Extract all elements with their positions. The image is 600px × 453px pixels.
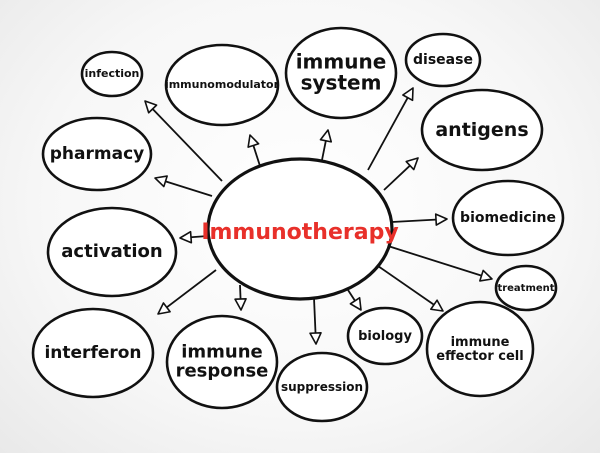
arrowhead-icon bbox=[402, 87, 414, 102]
node-ellipse bbox=[284, 26, 398, 120]
arrowhead-icon bbox=[144, 100, 158, 114]
node-activation: activation bbox=[46, 206, 178, 298]
node-ellipse bbox=[420, 88, 544, 172]
node-label: treatment bbox=[497, 283, 554, 294]
node-ellipse bbox=[165, 314, 279, 410]
connector-arrows bbox=[144, 87, 493, 345]
node-ellipse bbox=[346, 306, 424, 366]
node-ellipse bbox=[46, 206, 178, 298]
arrowhead-icon bbox=[247, 134, 260, 148]
node-label: pharmacy bbox=[50, 144, 144, 164]
arrow-to-immune-system bbox=[321, 138, 328, 161]
node-ellipse bbox=[451, 179, 565, 257]
node-label: antigens bbox=[435, 119, 528, 141]
arrowhead-icon bbox=[157, 302, 171, 315]
node-ellipse bbox=[31, 307, 155, 399]
node-interferon: interferon bbox=[31, 307, 155, 399]
node-biomedicine: biomedicine bbox=[451, 179, 565, 257]
arrow-to-infection bbox=[150, 106, 223, 182]
center-node-label: Immunotherapy bbox=[201, 220, 398, 245]
node-label: infection bbox=[85, 67, 140, 80]
arrow-to-pharmacy bbox=[163, 179, 213, 197]
node-label: suppression bbox=[281, 380, 363, 394]
node-infection: infection bbox=[80, 50, 144, 98]
node-label: activation bbox=[61, 241, 162, 262]
arrowhead-icon bbox=[309, 331, 322, 345]
arrow-to-interferon bbox=[164, 269, 217, 310]
node-ellipse bbox=[164, 43, 280, 127]
arrow-to-antigens bbox=[383, 163, 413, 191]
arrowhead-icon bbox=[430, 299, 444, 312]
node-biology: biology bbox=[346, 306, 424, 366]
center-node-ellipse bbox=[206, 157, 394, 301]
node-antigens: antigens bbox=[420, 88, 544, 172]
arrowhead-icon bbox=[349, 296, 362, 311]
node-ellipse bbox=[41, 116, 153, 192]
node-label: immunomodulator bbox=[165, 78, 280, 91]
node-disease: disease bbox=[404, 32, 482, 88]
arrowhead-icon bbox=[234, 297, 247, 311]
arrowhead-icon bbox=[179, 230, 193, 244]
arrow-to-suppression bbox=[313, 297, 317, 336]
center-node: Immunotherapy bbox=[201, 157, 399, 301]
arrow-to-biomedicine bbox=[391, 218, 439, 223]
node-label: interferon bbox=[44, 343, 141, 363]
arrow-to-disease bbox=[367, 95, 410, 171]
arrowhead-icon bbox=[479, 269, 493, 282]
node-ellipse bbox=[425, 300, 535, 398]
node-ellipse bbox=[275, 351, 369, 423]
node-label: disease bbox=[413, 52, 473, 68]
node-immunomodulator: immunomodulator bbox=[164, 43, 280, 127]
arrowhead-icon bbox=[154, 175, 168, 188]
arrow-to-treatment bbox=[387, 245, 484, 278]
arrow-to-activation bbox=[188, 235, 209, 239]
node-label: biology bbox=[358, 329, 412, 344]
arrow-to-immune-effector-cell bbox=[377, 265, 437, 307]
arrowhead-icon bbox=[434, 213, 448, 226]
arrow-to-immunomodulator bbox=[251, 143, 261, 167]
arrowhead-icon bbox=[319, 129, 333, 143]
node-ellipse bbox=[404, 32, 482, 88]
arrowhead-icon bbox=[405, 157, 419, 171]
node-suppression: suppression bbox=[275, 351, 369, 423]
node-ellipse bbox=[494, 264, 558, 312]
node-treatment: treatment bbox=[494, 264, 558, 312]
node-label: biomedicine bbox=[460, 210, 556, 226]
node-ellipse bbox=[80, 50, 144, 98]
node-pharmacy: pharmacy bbox=[41, 116, 153, 192]
